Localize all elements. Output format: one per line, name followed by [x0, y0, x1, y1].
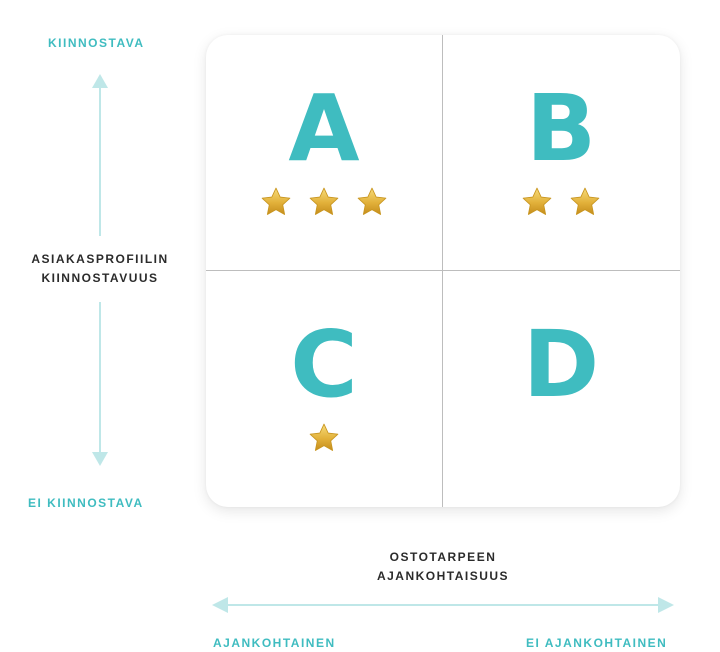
- priority-matrix: A B C D: [206, 35, 680, 507]
- star-icon: [261, 187, 291, 215]
- matrix-vertical-divider: [442, 35, 443, 507]
- y-axis-down-arrow: [92, 302, 108, 466]
- y-axis-up-arrow: [92, 74, 108, 236]
- star-icon: [309, 187, 339, 215]
- y-axis-top-label: KIINNOSTAVA: [48, 36, 145, 50]
- x-axis-left-label: AJANKOHTAINEN: [213, 636, 336, 650]
- y-axis-title-line1: ASIAKASPROFIILIN: [31, 252, 169, 266]
- quadrant-c: C: [206, 271, 442, 507]
- quadrant-d: D: [443, 271, 679, 507]
- star-icon: [357, 187, 387, 215]
- quadrant-b-letter: B: [525, 75, 597, 182]
- quadrant-d-letter: D: [522, 311, 600, 418]
- star-icon: [522, 187, 552, 215]
- star-icon: [570, 187, 600, 215]
- x-axis-title-line2: AJANKOHTAISUUS: [376, 569, 510, 583]
- y-axis-title-line2: KIINNOSTAVUUS: [41, 271, 159, 285]
- x-axis-title-line1: OSTOTARPEEN: [389, 550, 497, 564]
- star-icon: [309, 423, 339, 451]
- quadrant-a-letter: A: [288, 75, 360, 182]
- quadrant-b: B: [443, 35, 679, 271]
- y-axis-title: ASIAKASPROFIILIN KIINNOSTAVUUS: [14, 250, 186, 288]
- quadrant-c-letter: C: [290, 311, 358, 418]
- x-axis-title: OSTOTARPEEN AJANKOHTAISUUS: [343, 548, 543, 586]
- matrix-horizontal-divider: [206, 270, 680, 271]
- quadrant-a: A: [206, 35, 442, 271]
- x-axis-right-label: EI AJANKOHTAINEN: [526, 636, 668, 650]
- quadrant-a-stars: [259, 185, 389, 221]
- x-axis-arrow: [212, 597, 674, 613]
- quadrant-c-stars: [307, 421, 341, 457]
- quadrant-b-stars: [520, 185, 602, 221]
- y-axis-bottom-label: EI KIINNOSTAVA: [28, 496, 144, 510]
